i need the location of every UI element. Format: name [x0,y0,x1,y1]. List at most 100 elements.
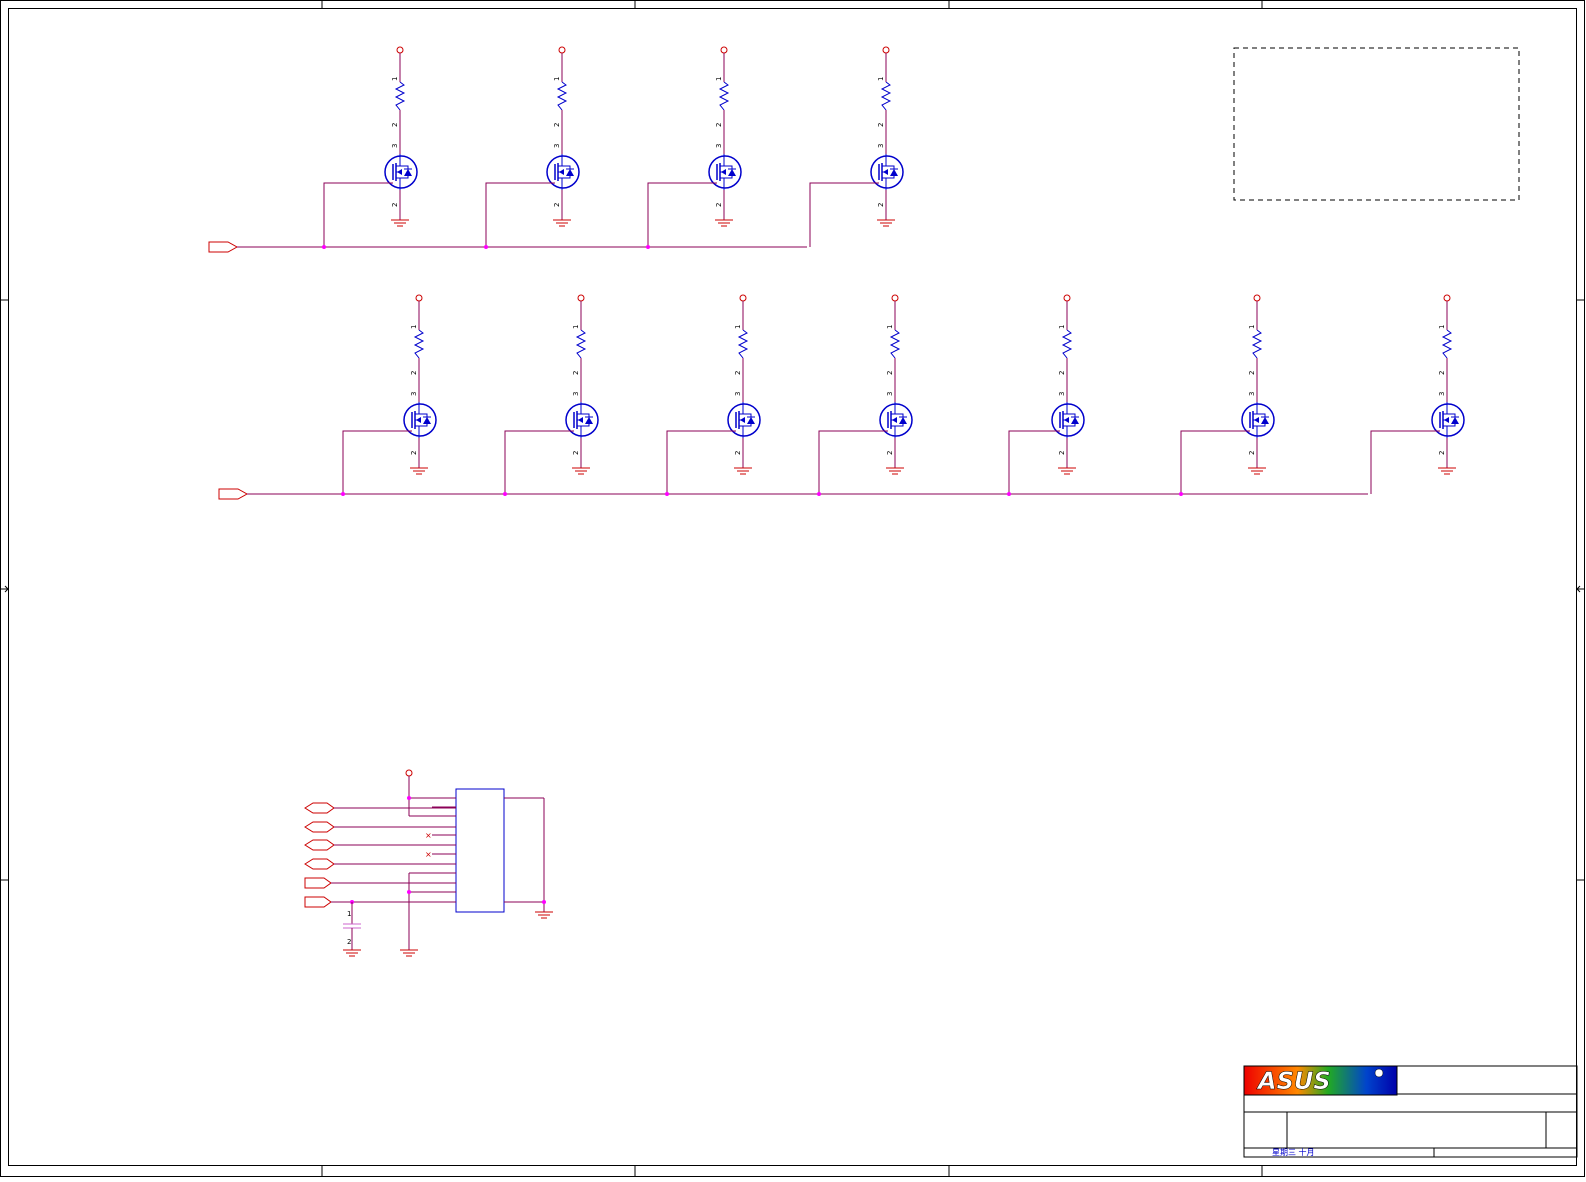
pin-number: 2 [572,371,580,375]
pin-number: 3 [410,392,418,396]
mosfet [708,155,742,189]
pin-number: 2 [1058,451,1066,455]
mosfet [565,403,599,437]
pin-number: 1 [734,325,742,329]
mosfet [546,155,580,189]
driver-stage: 1 2 3 2 [322,46,418,249]
pin-number: 1 [1248,325,1256,329]
pin-number: 1 [410,325,418,329]
pin-number: 3 [886,392,894,396]
junction [1179,492,1183,496]
pin-number: 1 [572,325,580,329]
no-connect-mark: × [425,850,432,859]
pin-number: 2 [572,451,580,455]
connector-port-3 [304,839,335,851]
driver-stage: 1 2 3 2 [1370,294,1465,494]
pin-number: 1 [877,77,885,81]
pin-number: 1 [391,77,399,81]
row1-input-port [208,241,239,253]
pin-number: 2 [877,123,885,127]
pin-number: 2 [553,203,561,207]
pin-number: 2 [877,203,885,207]
pin-number: 2 [886,371,894,375]
pin-number: 2 [1438,371,1446,375]
connector-block: × × 1 2 [304,769,553,957]
pin-number: 3 [1058,392,1066,396]
mosfet [403,403,437,437]
cap-pin-2: 2 [347,938,351,946]
mosfet [879,403,913,437]
pin-number: 1 [886,325,894,329]
pin-number: 2 [715,123,723,127]
driver-stage: 1 2 3 2 [341,294,437,496]
resistor [556,81,568,111]
junction [322,245,326,249]
pin-number: 2 [553,123,561,127]
resistor [575,329,587,359]
no-connect-mark: × [425,831,432,840]
resistor [413,329,425,359]
pin-number: 1 [553,77,561,81]
date-text: 星期三 十月 [1272,1147,1315,1157]
driver-stage: 1 2 3 2 [503,294,599,496]
pin-number: 2 [410,451,418,455]
row1-bus [208,241,807,253]
note-box [1233,47,1520,201]
mosfet [727,403,761,437]
mosfet [870,155,904,189]
mosfet [1431,403,1465,437]
row2-input-port [218,488,249,500]
driver-stage: 1 2 3 2 [665,294,761,496]
cap-pin-1: 1 [347,910,351,918]
connector-port-5 [304,877,332,889]
driver-stage: 1 2 3 2 [1179,294,1275,496]
pin-number: 1 [715,77,723,81]
mosfet [384,155,418,189]
pin-number: 2 [715,203,723,207]
pin-number: 2 [1248,371,1256,375]
pin-number: 3 [734,392,742,396]
pin-number: 2 [734,371,742,375]
pin-number: 3 [1438,392,1446,396]
resistor [889,329,901,359]
junction [503,492,507,496]
row2-bus [218,488,1368,500]
junction [665,492,669,496]
logo-text: ASUS [1256,1067,1331,1095]
mosfet [1051,403,1085,437]
connector-body [455,788,505,913]
pin-number: 2 [391,123,399,127]
pin-number: 3 [1248,392,1256,396]
resistor [880,81,892,111]
connector-port-1 [304,802,335,814]
pin-number: 2 [391,203,399,207]
pin-number: 2 [1438,451,1446,455]
pin-number: 3 [391,144,399,148]
pin-number: 1 [1438,325,1446,329]
resistor [737,329,749,359]
pin-number: 3 [553,144,561,148]
junction [646,245,650,249]
junction [484,245,488,249]
pin-number: 1 [1058,325,1066,329]
pin-number: 3 [572,392,580,396]
junction [817,492,821,496]
pin-number: 2 [1248,451,1256,455]
connector-port-6 [304,896,332,908]
pin-number: 2 [410,371,418,375]
junction [1007,492,1011,496]
mosfet [1241,403,1275,437]
pin-number: 3 [715,144,723,148]
pin-number: 2 [734,451,742,455]
driver-stage: 1 2 3 2 [646,46,742,249]
connector-port-2 [304,821,335,833]
resistor [1061,329,1073,359]
